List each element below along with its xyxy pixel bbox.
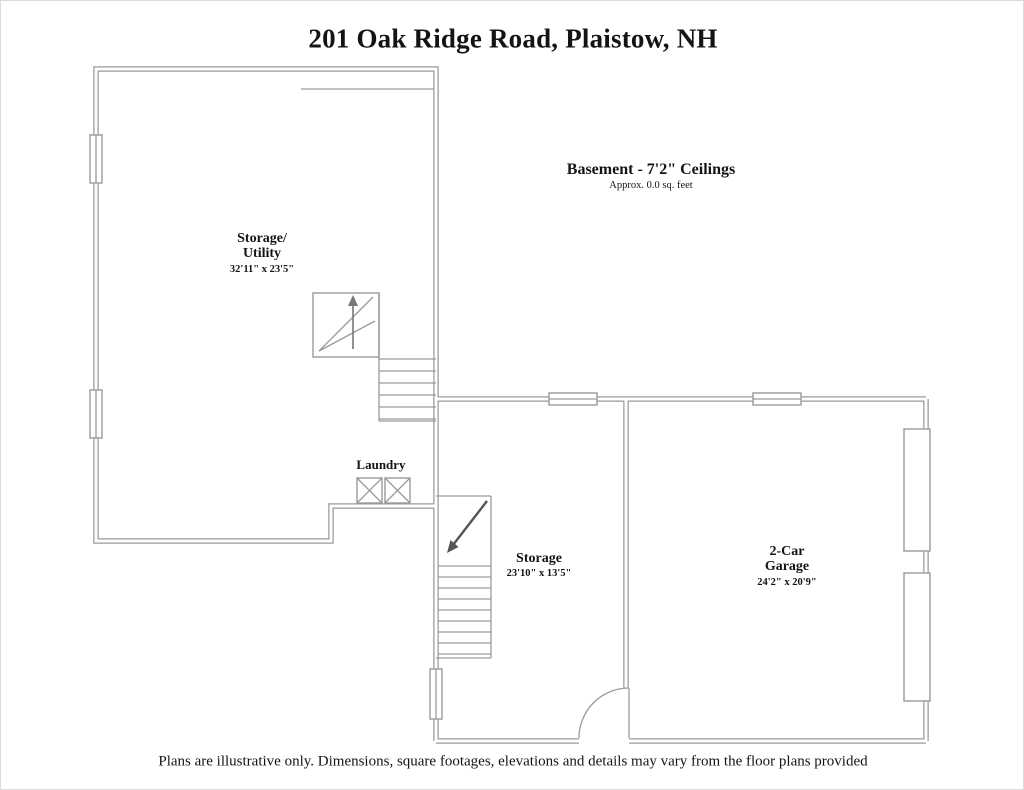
room-label-storage: Storage 23'10" x 13'5" [507, 551, 572, 579]
room-name: Storage [516, 550, 562, 566]
level-title: Basement - 7'2" Ceilings [566, 161, 736, 178]
stairs-upper-icon [312, 292, 436, 422]
room-dims: 24'2" x 20'9" [757, 576, 817, 588]
room-name: Storage/ [237, 231, 287, 247]
level-area: Approx. 0.0 sq. feet [609, 180, 693, 191]
page-title: 201 Oak Ridge Road, Plaistow, NH [308, 23, 718, 54]
washer-icon [356, 477, 383, 504]
disclaimer-text: Plans are illustrative only. Dimensions,… [158, 753, 868, 770]
garage-door-icon [903, 572, 931, 702]
window-icon [429, 668, 443, 720]
room-name: 2-Car [769, 544, 805, 560]
room-name: Garage [764, 559, 810, 575]
level-label: Basement - 7'2" Ceilings Approx. 0.0 sq.… [567, 161, 735, 191]
room-dims: 32'11" x 23'5" [229, 263, 295, 275]
room-label-garage: 2-Car Garage 24'2" x 20'9" [757, 544, 817, 588]
window-icon [89, 134, 103, 184]
room-dims: 23'10" x 13'5" [506, 568, 572, 580]
room-label-storage-utility: Storage/ Utility 32'11" x 23'5" [230, 231, 294, 275]
room-name: Utility [242, 246, 282, 262]
walls-inner [94, 67, 928, 743]
window-icon [89, 389, 103, 439]
dryer-icon [384, 477, 411, 504]
window-icon [548, 392, 598, 406]
door-swing-icon [578, 687, 630, 739]
stairs-lower-icon [436, 495, 492, 659]
window-icon [752, 392, 802, 406]
room-label-laundry: Laundry [356, 457, 406, 472]
garage-door-icon [903, 428, 931, 552]
